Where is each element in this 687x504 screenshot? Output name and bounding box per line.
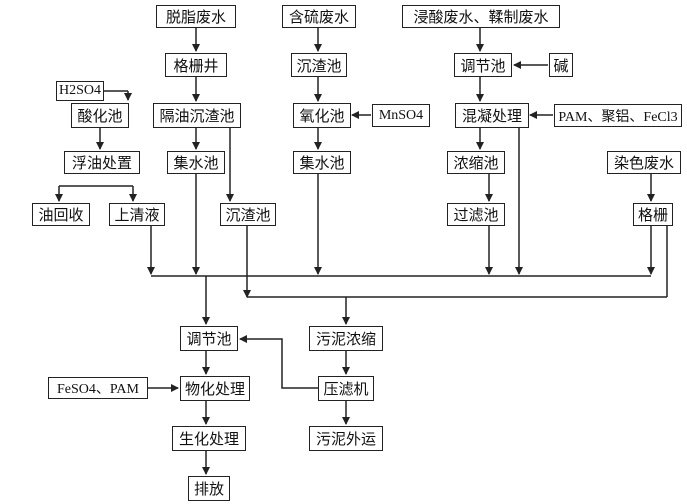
node-sludge-thickening: 污泥浓缩 <box>309 326 383 351</box>
node-supernatant: 上清液 <box>109 203 165 226</box>
node-acidify-tank: 酸化池 <box>71 103 129 128</box>
node-discharge: 排放 <box>188 476 230 501</box>
node-grid-well: 格栅井 <box>165 53 227 77</box>
node-grating: 格栅 <box>633 203 673 226</box>
node-sludge-transport: 污泥外运 <box>309 426 383 451</box>
node-oxidation-tank: 氧化池 <box>293 103 351 128</box>
node-thickening-tank: 浓缩池 <box>447 151 505 174</box>
node-slag-tank-2: 沉渣池 <box>291 53 347 77</box>
node-oil-recovery: 油回收 <box>32 203 90 226</box>
node-mnso4: MnSO4 <box>372 104 430 127</box>
node-acid-wastewater: 浸酸废水、鞣制废水 <box>402 5 560 28</box>
node-degrease-wastewater: 脱脂废水 <box>156 5 236 28</box>
node-pam-reagents: PAM、聚铝、FeCl3 <box>554 104 682 127</box>
node-coag-treatment: 混凝处理 <box>455 103 529 128</box>
node-alkali: 碱 <box>549 53 573 77</box>
node-bio-treatment: 生化处理 <box>172 426 246 451</box>
node-dye-wastewater: 染色废水 <box>607 151 681 174</box>
node-sulfur-wastewater: 含硫废水 <box>282 5 356 28</box>
node-oil-float-treat: 浮油处置 <box>64 151 140 174</box>
node-filter-tank: 过滤池 <box>447 203 505 226</box>
node-feso4-pam: FeSO4、PAM <box>48 377 148 399</box>
node-physchem-treatment: 物化处理 <box>180 376 250 401</box>
arrow-press-to-reg <box>239 335 318 389</box>
node-oil-sep-settling: 隔油沉渣池 <box>153 103 241 128</box>
node-regulating-tank-main: 调节池 <box>180 326 238 351</box>
node-collect-tank-2: 集水池 <box>293 151 351 174</box>
node-filter-press: 压滤机 <box>318 376 374 401</box>
node-collect-tank-1: 集水池 <box>167 151 225 174</box>
node-regulating-tank-top: 调节池 <box>454 53 512 77</box>
node-slag-tank-1: 沉渣池 <box>220 203 276 226</box>
node-h2so4: H2SO4 <box>56 81 104 101</box>
